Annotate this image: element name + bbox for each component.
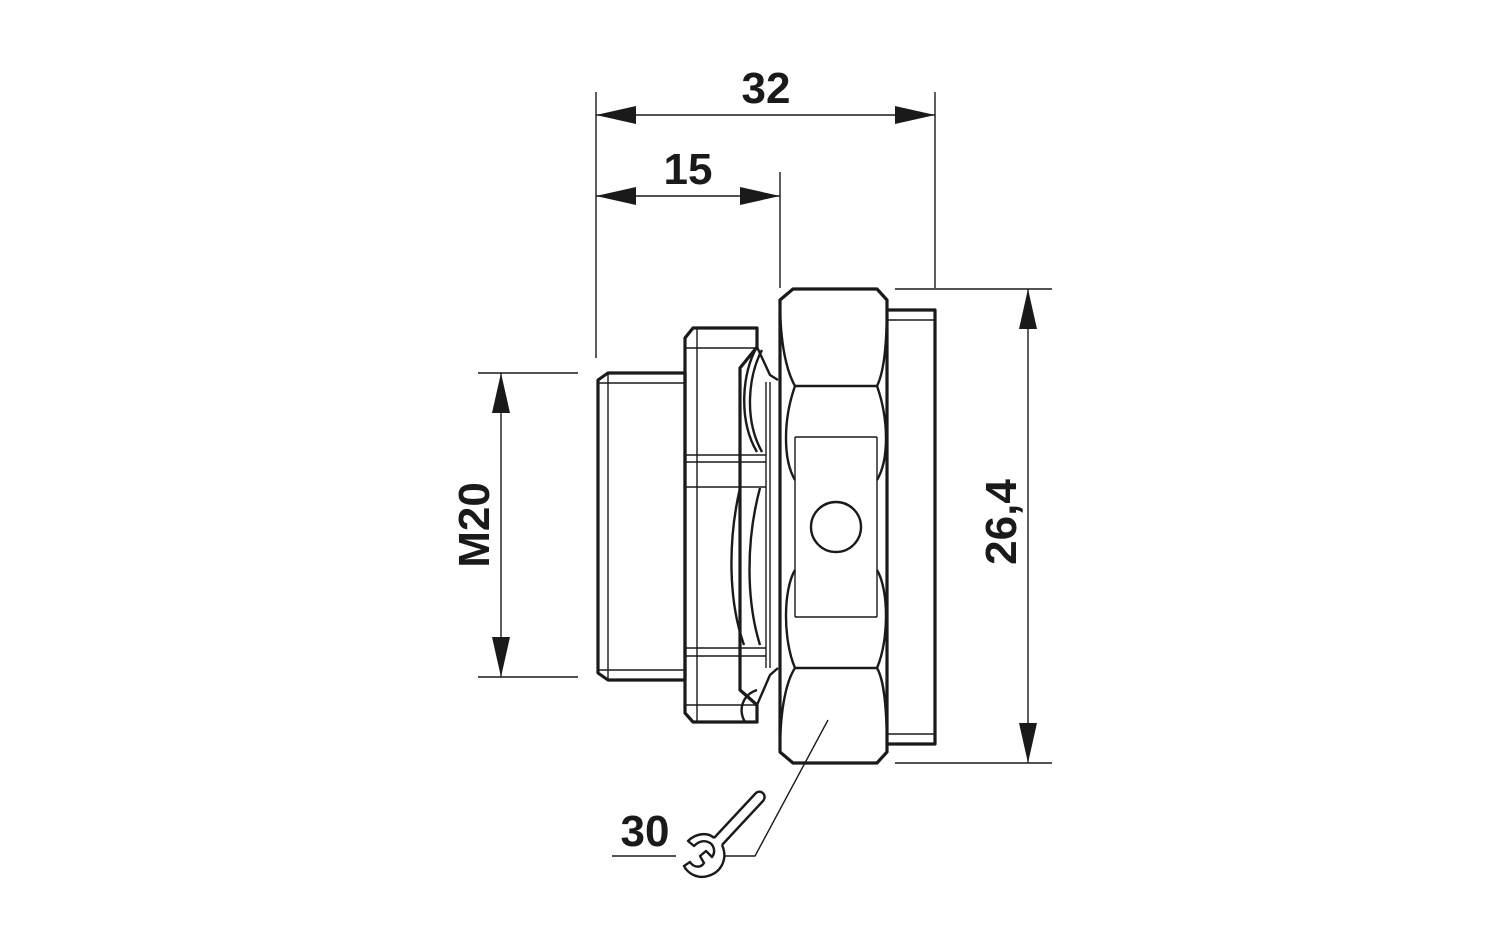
overall-length-label: 32 [742, 64, 791, 113]
wrench-icon [682, 790, 766, 879]
dimension-thread-length: 15 [596, 145, 781, 288]
threaded-shaft [596, 371, 687, 682]
thread-size-label: M20 [450, 482, 499, 568]
part-outline [596, 287, 937, 765]
dimension-outer-height: 26,4 [895, 288, 1052, 764]
wrench-size-label: 30 [621, 807, 670, 856]
hex-nut [778, 287, 889, 765]
dimension-overall-length: 32 [595, 64, 936, 358]
marker-circle [809, 500, 863, 554]
outer-height-label: 26,4 [977, 479, 1026, 565]
rear-collar [887, 308, 937, 746]
seal-flange [683, 326, 779, 724]
thread-length-label: 15 [664, 145, 713, 194]
wrench-size-callout: 30 [612, 719, 829, 879]
dimension-thread-size: M20 [450, 372, 578, 678]
